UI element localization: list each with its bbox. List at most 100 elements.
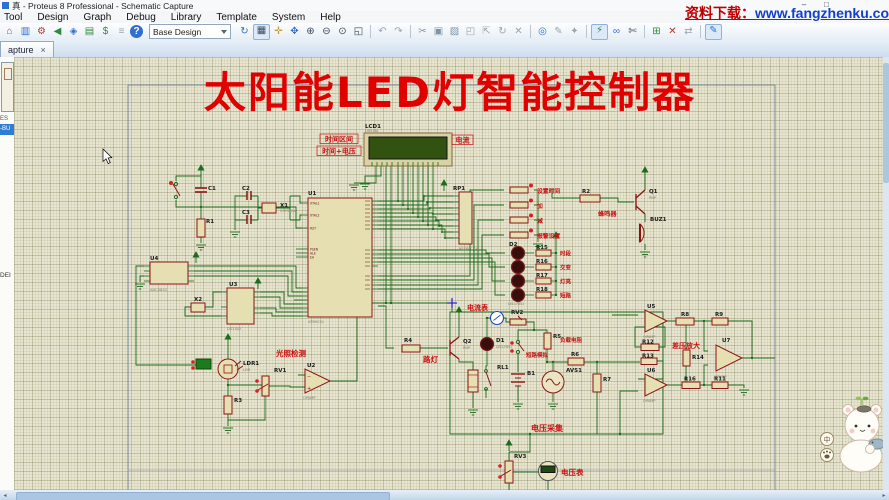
component-x1[interactable]: X1 CRYSTAL <box>261 202 296 214</box>
component-buttons[interactable]: 设置时间 加 减 报警设置 <box>509 183 560 241</box>
packaging-icon[interactable]: ✦ <box>570 25 579 37</box>
component-r6[interactable]: R6 <box>567 352 585 366</box>
copy-icon[interactable]: ▣ <box>433 25 444 37</box>
component-r1[interactable]: R1 <box>196 218 214 238</box>
component-r15-r18[interactable]: R15 R16 R17 R18 时段 交变 灯亮 短路 <box>535 245 572 300</box>
menu-graph[interactable]: Graph <box>83 11 112 23</box>
block-rotate-icon[interactable]: ↻ <box>498 25 507 37</box>
component-u1-mcu[interactable]: U1 AT89C51 XTAL1 XTAL2 RST PSEN ALE <box>296 191 378 324</box>
menu-system[interactable]: System <box>271 11 306 23</box>
block-copy-icon[interactable]: ◰ <box>465 25 476 37</box>
component-ammeter[interactable] <box>489 310 505 326</box>
pcb-layout-icon[interactable]: ⚙ <box>37 25 46 37</box>
horizontal-scrollbar[interactable]: ◂ ▸ <box>0 490 889 500</box>
component-u6-opamp[interactable]: U6 OPAMP <box>643 368 669 403</box>
component-d2-leds[interactable]: D2 LED-RED <box>508 242 534 306</box>
text-script-icon[interactable]: ✎ <box>705 23 722 40</box>
component-r8[interactable]: R8 <box>675 312 695 326</box>
component-rl1-relay[interactable]: RL1 <box>467 365 509 393</box>
component-buz1[interactable]: BUZ1 <box>639 217 667 244</box>
component-r3[interactable]: R3 <box>223 395 242 415</box>
tab-close-icon[interactable]: × <box>40 44 46 55</box>
vertical-scrollbar[interactable] <box>883 57 889 490</box>
pick-parts-icon[interactable]: ◎ <box>538 25 547 37</box>
horizontal-scroll-thumb[interactable] <box>16 491 390 500</box>
component-q2[interactable]: Q2 PNP <box>449 336 472 360</box>
origin-icon[interactable]: ✛ <box>274 25 283 37</box>
component-r2[interactable]: R2 蜂鸣器 <box>579 189 617 218</box>
component-r13[interactable]: R13 <box>640 354 658 365</box>
component-ldr1[interactable]: LDR1 LDR <box>217 358 259 380</box>
bom-icon[interactable]: $ <box>102 25 109 37</box>
button-actuator[interactable] <box>169 181 173 185</box>
component-u5-opamp[interactable]: U5 OPAMP <box>643 304 669 339</box>
paste-icon[interactable]: ▨ <box>449 25 460 37</box>
schematic-icon[interactable]: ▥ <box>20 25 31 37</box>
search-tag-icon[interactable]: ∞ <box>612 25 621 37</box>
design-combo[interactable]: Base Design <box>149 24 231 39</box>
component-rp1[interactable]: RP1 RESPACK-8 <box>453 186 479 251</box>
block-delete-icon[interactable]: ✕ <box>514 25 523 37</box>
component-rv2[interactable]: RV2 <box>509 310 527 326</box>
component-voltmeter[interactable]: 电压表 <box>538 461 584 481</box>
component-r5[interactable]: R5 负载电阻 <box>543 332 583 350</box>
tab-schematic-capture[interactable]: apture × <box>0 41 54 57</box>
component-r4[interactable]: R4 路灯 <box>401 338 438 364</box>
block-move-icon[interactable]: ⇱ <box>482 25 491 37</box>
zoom-out-icon[interactable]: ⊖ <box>322 25 331 37</box>
vertical-scroll-thumb[interactable] <box>883 63 889 183</box>
component-short-switch[interactable]: 短路模拟 <box>510 339 549 359</box>
property-assign-icon[interactable]: ✄ <box>628 25 637 37</box>
schematic-canvas[interactable]: 太阳能LED灯智能控制器 <box>14 57 883 490</box>
wire-autorouter-icon[interactable]: ⚡ <box>591 23 608 40</box>
torch-down[interactable] <box>191 366 195 370</box>
3d-view-icon[interactable]: ◈ <box>69 25 78 37</box>
component-c1[interactable]: C1 <box>195 186 216 193</box>
grid-toggle-icon[interactable]: ▦ <box>253 23 270 40</box>
component-lcd1[interactable]: LCD1 LM016L <box>363 124 453 167</box>
cut-icon[interactable]: ✂ <box>418 25 427 37</box>
zoom-extents-icon[interactable]: ⊙ <box>338 25 347 37</box>
menu-library[interactable]: Library <box>170 11 202 23</box>
component-reset-button[interactable] <box>169 181 181 200</box>
component-u2-opamp[interactable]: U2 −+ OPAMP <box>303 363 332 400</box>
component-r12[interactable]: R12 <box>640 340 660 351</box>
new-sheet-icon[interactable]: ⊞ <box>652 25 661 37</box>
remove-sheet-icon[interactable]: ✕ <box>668 25 677 37</box>
component-q1[interactable]: Q1 PNP <box>635 189 658 215</box>
minimize-button[interactable]: – <box>801 0 807 9</box>
component-c2[interactable]: C2 <box>242 186 252 200</box>
device-list-item[interactable]: ES <box>0 116 9 122</box>
menu-tool[interactable]: Tool <box>4 11 23 23</box>
component-c3[interactable]: C3 <box>242 210 252 224</box>
menu-help[interactable]: Help <box>320 11 341 23</box>
menu-design[interactable]: Design <box>37 11 69 23</box>
device-list-item-selected[interactable]: -BU <box>0 124 14 135</box>
torch-up[interactable] <box>191 360 195 364</box>
menu-template[interactable]: Template <box>216 11 257 23</box>
component-rv1[interactable]: RV1 <box>255 368 286 397</box>
menu-debug[interactable]: Debug <box>126 11 156 23</box>
redraw-icon[interactable]: ↻ <box>240 25 249 37</box>
report-icon[interactable]: ≡ <box>118 25 125 37</box>
component-avs1[interactable]: AVS1 <box>541 368 582 394</box>
undo-icon[interactable]: ↶ <box>378 25 387 37</box>
watermark-download-link[interactable]: 资料下载：www.fangzhenku.co <box>685 3 889 23</box>
redo-icon[interactable]: ↷ <box>394 25 403 37</box>
component-x2[interactable]: X2 <box>190 297 206 313</box>
component-r9[interactable]: R9 <box>711 312 729 326</box>
zoom-in-icon[interactable]: ⊕ <box>306 25 315 37</box>
scroll-right-icon[interactable]: ▸ <box>882 492 886 499</box>
component-r11[interactable]: R11 <box>711 377 729 389</box>
import-icon[interactable]: ◀ <box>53 25 62 37</box>
component-b1-battery[interactable]: B1 <box>511 371 535 387</box>
help-icon[interactable]: ? <box>130 25 143 38</box>
component-r7[interactable]: R7 <box>592 373 611 393</box>
download-url[interactable]: www.fangzhenku.co <box>754 5 889 21</box>
design-explorer-icon[interactable]: ▤ <box>84 25 95 37</box>
component-torch[interactable] <box>191 358 212 370</box>
goto-sheet-icon[interactable]: ⇄ <box>684 25 693 37</box>
component-u3-rtc[interactable]: U3 DS1302 <box>221 282 260 331</box>
component-u4-adc[interactable]: U4 ADC0832 <box>144 256 194 292</box>
zoom-area-icon[interactable]: ◱ <box>353 25 364 37</box>
